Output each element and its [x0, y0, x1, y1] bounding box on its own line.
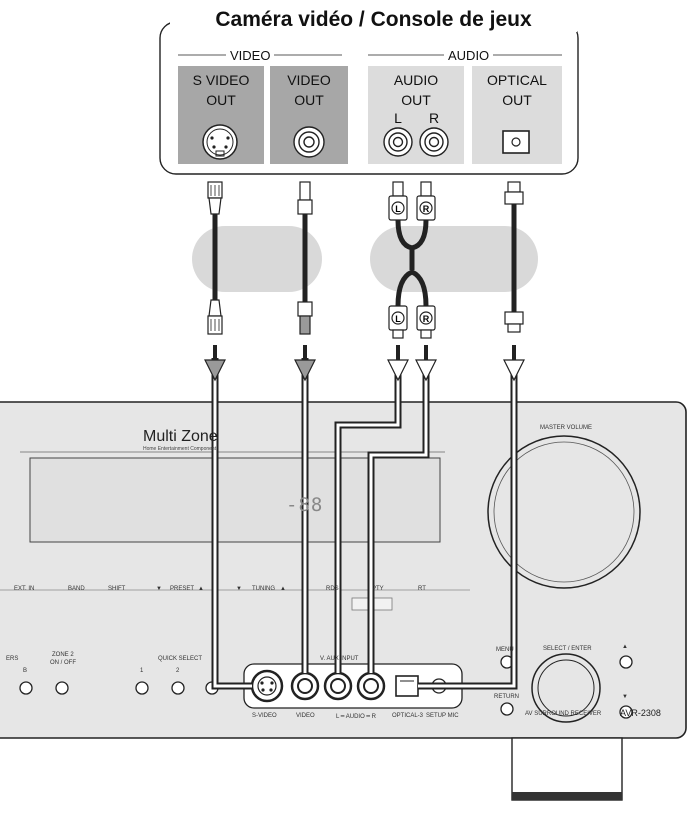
svideo-route: [211, 358, 252, 690]
quick-select-label: QUICK SELECT: [158, 656, 203, 662]
audio-r-out-jack: [419, 127, 449, 157]
video-cable: [297, 181, 313, 335]
optical-cable: [504, 181, 524, 333]
tuning-label: TUNING: [252, 586, 275, 592]
jack-svideo-label: S-VIDEO: [252, 713, 277, 719]
svideo-out-jack: [202, 124, 238, 160]
audio-l-out-jack: [383, 127, 413, 157]
menu-label: MENU: [496, 647, 514, 653]
speakers-label: ERS: [6, 656, 19, 662]
plug-label-r-top: R: [423, 204, 430, 214]
preset-label: PRESET: [170, 586, 195, 592]
brand-sub-label: Home Entertainment Component: [143, 446, 217, 452]
plug-label-l-bottom: L: [395, 314, 401, 324]
zone2-button[interactable]: [55, 681, 69, 695]
audio-l-in-jack: [323, 671, 353, 701]
video-cable-band: [192, 226, 322, 292]
audio-r-arrow-icon: [415, 359, 437, 382]
down-label: ▼: [622, 694, 628, 700]
video-group-label: VIDEO: [226, 48, 275, 63]
quick-select-2-button[interactable]: [171, 681, 185, 695]
optical-arrow-icon: [503, 359, 525, 382]
master-volume-label: MASTER VOLUME: [540, 425, 593, 431]
jack-setupmic-label: SETUP MIC: [426, 713, 459, 719]
up-label: ▲: [622, 644, 628, 650]
speakers-b-button[interactable]: [19, 681, 33, 695]
optical-in-jack: [395, 675, 419, 697]
device-title: Caméra vidéo / Console de jeux: [170, 8, 577, 32]
brand-label: Multi Zone: [143, 428, 218, 445]
audio-l-route: [334, 368, 402, 673]
rt-button[interactable]: RT: [418, 586, 426, 592]
optical-route: [418, 368, 518, 690]
audio-group-label: AUDIO: [444, 48, 494, 63]
band-button[interactable]: BAND: [68, 586, 85, 592]
video-out-jack: [293, 126, 325, 158]
optical-out-jack: [502, 130, 530, 154]
master-volume-knob[interactable]: [487, 435, 641, 589]
audio-cell: [368, 66, 464, 164]
up-button[interactable]: [619, 655, 633, 669]
rds-button[interactable]: RDS: [326, 586, 339, 592]
audio-r-in-jack: [356, 671, 386, 701]
svideo-cable: [207, 181, 223, 335]
down-button[interactable]: [619, 705, 633, 719]
svideo-arrow-icon: [204, 359, 226, 382]
preset-down-button[interactable]: ▼: [156, 586, 162, 592]
pty-button[interactable]: PTY: [372, 586, 384, 592]
plug-label-l-top: L: [395, 204, 401, 214]
audio-r-label: R: [428, 110, 440, 126]
audio-cable: [388, 181, 436, 339]
audio-l-label: L: [394, 110, 402, 126]
select-enter-knob[interactable]: [531, 653, 601, 723]
display-window: [29, 457, 441, 543]
svideo-in-jack: [250, 669, 284, 703]
preset-up-button[interactable]: ▲: [198, 586, 204, 592]
model-label: AVR-2308: [620, 708, 661, 718]
model-prefix-label: AV SURROUND RECEIVER: [525, 711, 602, 717]
select-enter-label: SELECT / ENTER: [543, 646, 592, 652]
jack-optical-label: OPTICAL-3: [392, 713, 424, 719]
return-label: RETURN: [494, 694, 519, 700]
audio-r-route: [367, 368, 430, 673]
audio-cable-band: [370, 226, 538, 292]
jack-audio-label: L ━ AUDIO ━ R: [336, 714, 377, 720]
zone2-sub-label: ON / OFF: [50, 660, 76, 666]
quick-select-1-label: 1: [140, 668, 144, 674]
quick-select-2-label: 2: [176, 668, 180, 674]
plug-label-r-bottom: R: [423, 314, 430, 324]
video-in-jack: [290, 671, 320, 701]
receiver-foot: [511, 737, 623, 801]
tuning-down-button[interactable]: ▼: [236, 586, 242, 592]
speakers-b-label: B: [23, 668, 28, 674]
display-readout: -88: [286, 494, 324, 516]
return-button[interactable]: [500, 702, 514, 716]
audio-l-arrow-icon: [387, 359, 409, 382]
video-arrow-icon: [294, 359, 316, 382]
jack-video-label: VIDEO: [296, 713, 315, 719]
shift-button[interactable]: SHIFT: [108, 586, 126, 592]
vaux-label: V. AUX INPUT: [320, 656, 359, 662]
tuning-up-button[interactable]: ▲: [280, 586, 286, 592]
ext-in-button[interactable]: EXT. IN: [14, 586, 35, 592]
quick-select-1-button[interactable]: [135, 681, 149, 695]
zone2-label: ZONE 2: [52, 652, 74, 658]
